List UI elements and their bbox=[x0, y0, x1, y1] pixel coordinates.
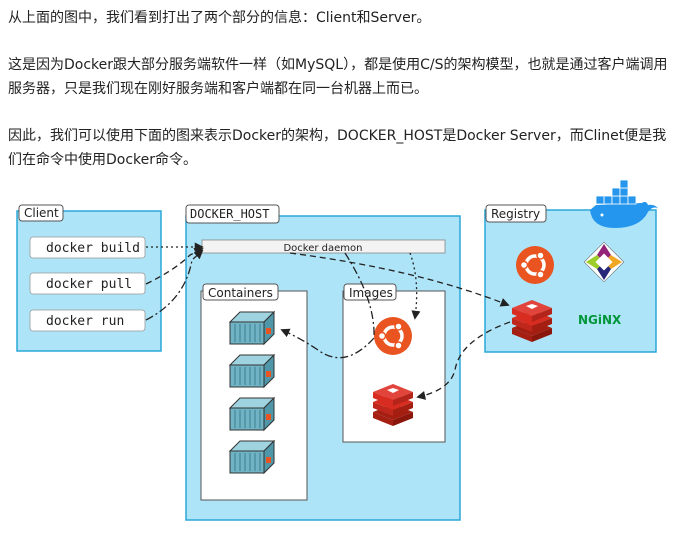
ubuntu-registry-icon bbox=[514, 244, 556, 286]
docker-build-command-box bbox=[29, 236, 146, 259]
intro-paragraph-3: 因此，我们可以使用下面的图来表示Docker的架构，DOCKER_HOST是Do… bbox=[8, 128, 667, 168]
redis-image-icon bbox=[373, 384, 413, 426]
docker-build-command: docker build bbox=[46, 241, 140, 256]
nginx-logo: NGiNX bbox=[578, 313, 622, 327]
registry-label: Registry bbox=[491, 207, 540, 221]
redis-registry-icon bbox=[512, 300, 552, 342]
daemon-to-registry-arrow bbox=[289, 252, 510, 307]
run-arrow bbox=[145, 249, 204, 321]
daemon-to-image-arrow bbox=[409, 252, 421, 320]
centos-icon bbox=[583, 241, 625, 283]
containers-label: Containers bbox=[208, 286, 273, 300]
docker-run-command: docker run bbox=[46, 314, 124, 329]
docker-host-label: DOCKER_HOST bbox=[190, 207, 269, 221]
container-icon bbox=[229, 397, 275, 431]
docker-daemon-label: Docker daemon bbox=[283, 243, 362, 254]
docker-pull-command: docker pull bbox=[46, 277, 132, 292]
container-icon bbox=[229, 311, 275, 345]
image-to-container-arrow bbox=[280, 328, 375, 359]
images-label: Images bbox=[349, 286, 393, 300]
docker-run-command-box bbox=[29, 309, 146, 332]
client-label: Client bbox=[24, 206, 59, 220]
intro-paragraph-2: 这是因为Docker跟大部分服务端软件一样（如MySQL），都是使用C/S的架构… bbox=[8, 57, 668, 97]
intro-paragraph-1: 从上面的图中，我们看到打出了两个部分的信息：Client和Server。 bbox=[8, 10, 431, 26]
docker-whale-icon bbox=[590, 179, 658, 228]
flow-arrows bbox=[145, 242, 511, 400]
docker-pull-command-box bbox=[29, 272, 146, 295]
ubuntu-image-icon bbox=[372, 315, 414, 357]
daemon-run-arrow bbox=[344, 252, 375, 337]
registry-panel: Registry NGiNX bbox=[484, 179, 658, 353]
container-icon bbox=[229, 354, 275, 388]
container-icon bbox=[229, 440, 275, 474]
client-panel: Client docker build docker pull docker r… bbox=[16, 204, 162, 352]
pull-arrow bbox=[145, 248, 204, 285]
docker-host-panel: DOCKER_HOST Docker daemon Containers Ima… bbox=[185, 204, 461, 521]
